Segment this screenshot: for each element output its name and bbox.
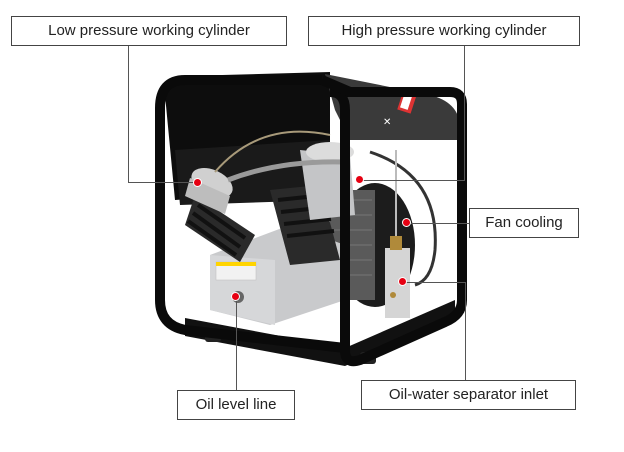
label-oil-water-separator-inlet: Oil-water separator inlet [361,380,576,410]
leader-separator-horizontal [403,282,466,283]
label-low-pressure-cylinder: Low pressure working cylinder [11,16,287,46]
leader-fan-cooling [407,223,469,224]
leader-separator-vertical [465,282,466,380]
label-high-pressure-cylinder: High pressure working cylinder [308,16,580,46]
leader-low-pressure-horizontal [128,182,198,183]
label-fan-cooling: Fan cooling [469,208,579,238]
leader-low-pressure-vertical [128,46,129,183]
marker-oil-level-line [231,292,240,301]
label-oil-level-line: Oil level line [177,390,295,420]
leader-high-pressure-horizontal [360,180,465,181]
marker-oil-water-separator-inlet [398,277,407,286]
marker-low-pressure-cylinder [193,178,202,187]
leader-high-pressure-vertical [464,46,465,181]
marker-high-pressure-cylinder [355,175,364,184]
marker-fan-cooling [402,218,411,227]
svg-text:✕: ✕ [383,117,391,128]
leader-oil-level-vertical [236,298,237,390]
